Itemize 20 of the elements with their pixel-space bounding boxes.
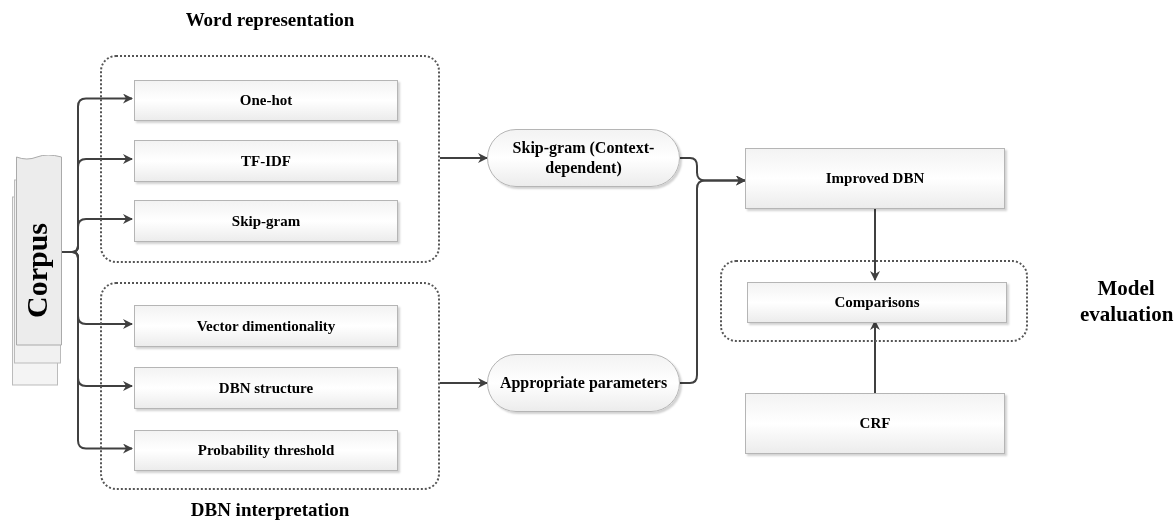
- document-stack: [12, 155, 62, 386]
- process-box: Skip-gram: [134, 200, 398, 242]
- process-box: CRF: [745, 393, 1005, 454]
- group-heading: Word representation: [184, 8, 356, 32]
- arrow: [870, 208, 880, 281]
- arrow: [61, 251, 133, 454]
- group-heading: DBN interpretation: [189, 498, 351, 522]
- corpus-label: Corpus: [22, 221, 52, 320]
- process-box: One-hot: [134, 80, 398, 121]
- rounded-process-box: Appropriate parameters: [487, 354, 680, 412]
- process-box: DBN structure: [134, 367, 398, 409]
- group-heading: Model evaluation: [1080, 275, 1172, 328]
- arrow: [439, 153, 488, 163]
- process-box: TF-IDF: [134, 140, 398, 182]
- process-box: Vector dimentionality: [134, 305, 398, 347]
- arrow: [439, 378, 488, 388]
- process-box: Improved DBN: [745, 148, 1005, 209]
- process-box: Comparisons: [747, 282, 1007, 323]
- process-box: Probability threshold: [134, 430, 398, 471]
- rounded-process-box: Skip-gram (Context-dependent): [487, 129, 680, 187]
